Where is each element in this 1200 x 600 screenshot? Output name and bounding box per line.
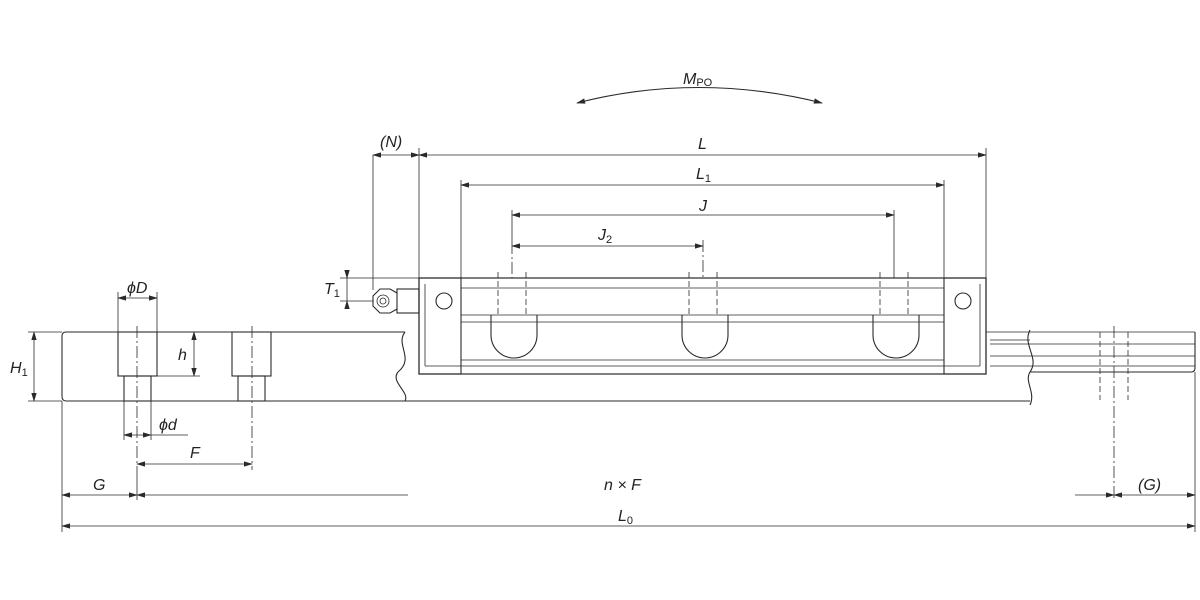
l-label: L: [698, 136, 707, 153]
h1-label: H1: [10, 360, 28, 379]
dim-phi-large-d: ϕD: [117, 280, 158, 332]
l0-label: L0: [618, 508, 633, 527]
dim-g-paren: (G): [1113, 326, 1196, 532]
block-hole-middle: [681, 272, 729, 359]
grease-nipple: [372, 288, 420, 314]
dim-h1: H1: [10, 331, 62, 402]
j2-label: J2: [597, 227, 612, 246]
dim-n: (N): [372, 134, 420, 290]
dim-phi-small-d: ϕd: [123, 401, 188, 440]
j-label: J: [698, 198, 708, 215]
dim-g: G: [61, 401, 138, 532]
f-label: F: [190, 445, 201, 462]
rail-bolt-hole-3: [1099, 332, 1129, 400]
h-small-label: h: [178, 347, 187, 364]
t1-label: T1: [324, 281, 340, 300]
dim-j: J: [511, 198, 895, 278]
dim-nxf: n × F: [136, 477, 1115, 498]
l1-label: L1: [696, 166, 711, 185]
dim-j2: J2: [511, 227, 704, 278]
phi-small-d-label: ϕd: [159, 417, 178, 434]
g-paren-label: (G): [1138, 477, 1161, 494]
dim-h-small: h: [157, 331, 200, 377]
dim-f: F: [136, 326, 253, 470]
dim-l1: L1: [460, 166, 945, 278]
n-label: (N): [380, 134, 402, 151]
dim-t1: T1: [324, 269, 419, 310]
dim-l: L: [418, 136, 987, 278]
rail: [61, 329, 1196, 406]
g-label: G: [93, 477, 105, 494]
block-hole-right: [872, 272, 920, 359]
slide-block: [372, 277, 987, 375]
mpo-label: MPO: [683, 71, 713, 89]
dim-l0: L0: [61, 508, 1196, 529]
rail-bolt-hole-2: [231, 331, 272, 402]
phi-large-d-label: ϕD: [127, 280, 148, 297]
rail-bolt-hole-1: [117, 331, 158, 402]
nxf-label: n × F: [604, 477, 642, 494]
moment-arrow: MPO: [576, 71, 823, 104]
